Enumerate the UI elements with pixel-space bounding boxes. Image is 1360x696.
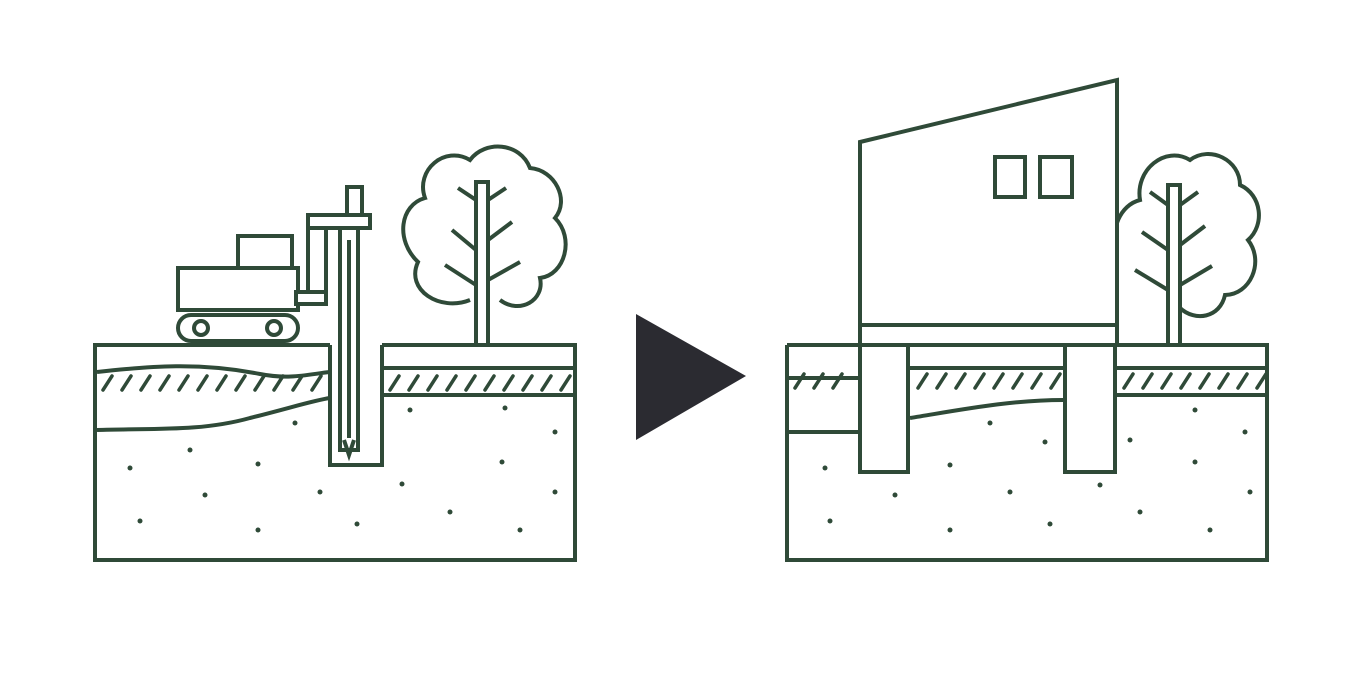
ground-icon: [93, 343, 577, 562]
hatch-stroke: [1198, 372, 1211, 390]
hatch-stroke: [158, 374, 171, 392]
soil-dots: [822, 407, 1253, 533]
hatch-pattern: [793, 372, 1268, 390]
soil-dot: [1242, 429, 1248, 435]
drill-icon: [306, 185, 384, 467]
soil-dot: [1247, 489, 1253, 495]
soil-dot: [987, 420, 993, 426]
soil-dot: [1097, 482, 1103, 488]
soil-dot: [1207, 527, 1213, 533]
soil-dot: [255, 461, 261, 467]
hatch-stroke: [445, 374, 458, 392]
soil-dot: [499, 459, 505, 465]
soil-dot: [187, 447, 193, 453]
hatch-stroke: [954, 372, 967, 390]
soil-dot: [1137, 509, 1143, 515]
soil-dot: [1007, 489, 1013, 495]
hatch-stroke: [234, 374, 247, 392]
soil-layer-line: [96, 364, 331, 379]
hatch-stroke: [1049, 372, 1062, 390]
window: [993, 155, 1027, 199]
tree-icon: [401, 144, 568, 345]
hatch-stroke: [426, 374, 439, 392]
soil-dot: [255, 527, 261, 533]
hatch-stroke: [502, 374, 515, 392]
soil-dot: [399, 481, 405, 487]
pile-icon: [858, 343, 910, 474]
hatch-stroke: [215, 374, 228, 392]
hatch-stroke: [483, 374, 496, 392]
soil-dot: [1192, 407, 1198, 413]
hatch-stroke: [1141, 372, 1154, 390]
hatch-stroke: [1011, 372, 1024, 390]
hatch-stroke: [1122, 372, 1135, 390]
hatch-stroke: [407, 374, 420, 392]
hatch-stroke: [540, 374, 553, 392]
soil-dot: [137, 518, 143, 524]
hatch-stroke: [177, 374, 190, 392]
soil-dots: [127, 405, 558, 533]
hatch-stroke: [310, 374, 323, 392]
hatch-stroke: [1236, 372, 1249, 390]
hatch-stroke: [1030, 372, 1043, 390]
hatch-pattern: [101, 374, 572, 392]
hatch-stroke: [291, 374, 304, 392]
hatch-stroke: [120, 374, 133, 392]
hatch-stroke: [388, 374, 401, 392]
soil-dot: [447, 509, 453, 515]
soil-dot: [127, 465, 133, 471]
hatch-stroke: [464, 374, 477, 392]
hatch-stroke: [272, 374, 285, 392]
hatch-stroke: [793, 372, 806, 390]
play-triangle-icon: [636, 314, 746, 440]
hatch-stroke: [521, 374, 534, 392]
soil-dot: [517, 527, 523, 533]
hatch-stroke: [1255, 372, 1268, 390]
soil-dot: [552, 429, 558, 435]
soil-dot: [552, 489, 558, 495]
tree-icon: [1112, 152, 1261, 345]
hatch-stroke: [935, 372, 948, 390]
hatch-stroke: [1160, 372, 1173, 390]
soil-dot: [947, 462, 953, 468]
soil-dot: [947, 527, 953, 533]
hatch-stroke: [139, 374, 152, 392]
soil-dot: [292, 420, 298, 426]
soil-dot: [1047, 521, 1053, 527]
soil-dot: [822, 465, 828, 471]
hatch-stroke: [101, 374, 114, 392]
excavator-icon: [176, 226, 328, 343]
soil-dot: [827, 518, 833, 524]
soil-dot: [317, 489, 323, 495]
before-panel: [93, 144, 577, 562]
soil-dot: [1192, 459, 1198, 465]
hatch-stroke: [1217, 372, 1230, 390]
pile-icon: [1063, 343, 1117, 474]
soil-boundary: [96, 396, 331, 432]
after-panel: [785, 77, 1269, 562]
hatch-stroke: [973, 372, 986, 390]
soil-dot: [202, 492, 208, 498]
hatch-stroke: [916, 372, 929, 390]
house-icon: [858, 77, 1119, 347]
soil-dot: [892, 492, 898, 498]
window: [1038, 155, 1074, 199]
hatch-stroke: [559, 374, 572, 392]
hatch-stroke: [831, 372, 844, 390]
hatch-stroke: [196, 374, 209, 392]
hatch-stroke: [812, 372, 825, 390]
soil-dot: [502, 405, 508, 411]
soil-dot: [354, 521, 360, 527]
soil-dot: [1042, 439, 1048, 445]
soil-dot: [1127, 437, 1133, 443]
hatch-stroke: [1179, 372, 1192, 390]
soil-dot: [407, 407, 413, 413]
hatch-stroke: [992, 372, 1005, 390]
hatch-stroke: [253, 374, 266, 392]
